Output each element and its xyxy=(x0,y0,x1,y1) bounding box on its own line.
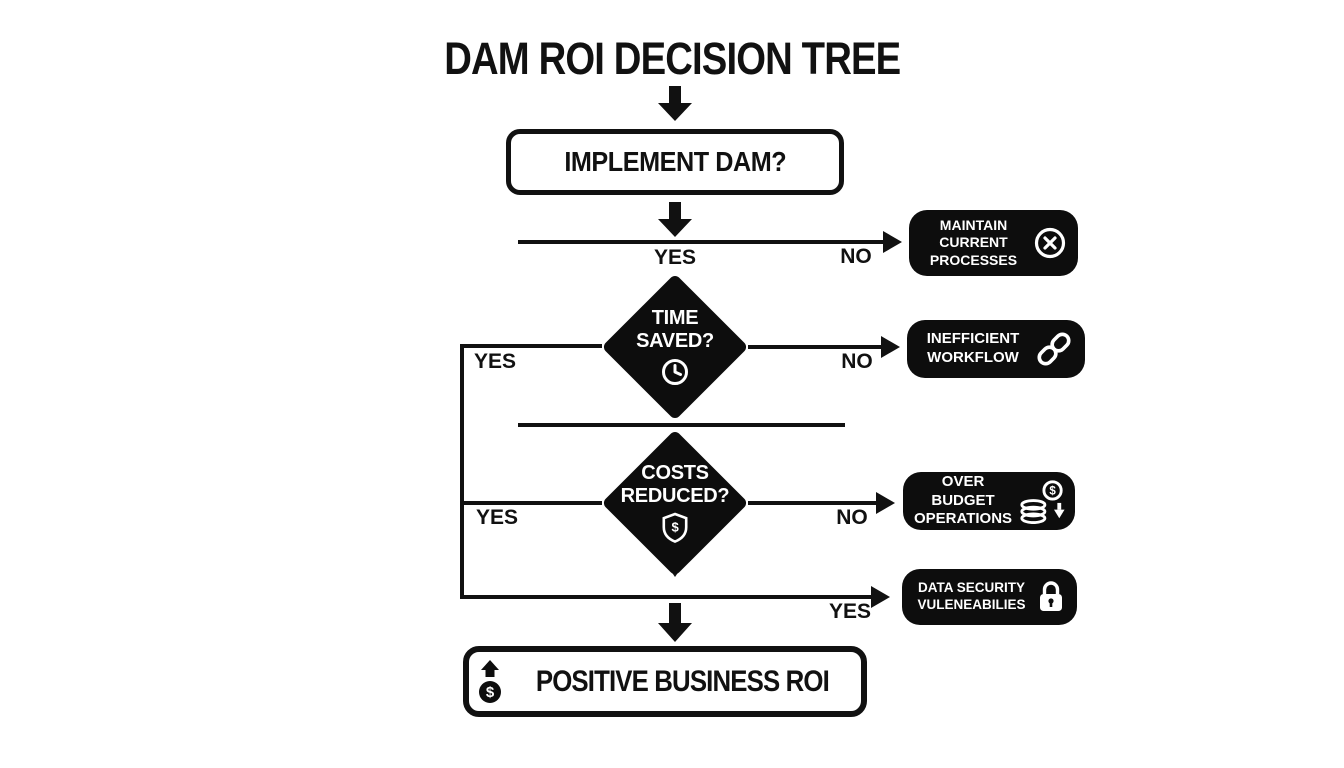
shield-dollar-icon: $ xyxy=(661,512,689,544)
edge-label-implement-yes: YES xyxy=(653,246,697,269)
node-costs-reduced-label-line2: REDUCED? xyxy=(620,484,730,507)
arrowhead-to-inefficient xyxy=(881,336,900,358)
node-inefficient-label: INEFFICIENT WORKFLOW xyxy=(926,330,1020,366)
node-overbudget-label: OVER BUDGET OPERATIONS xyxy=(914,472,1013,528)
edge-label-time-no: NO xyxy=(841,350,873,373)
node-time-saved-label-line1: TIME xyxy=(651,307,699,330)
padlock-icon xyxy=(1036,579,1066,615)
svg-text:$: $ xyxy=(1049,486,1056,498)
node-datasecurity-label: DATA SECURITY VULENEABILIES xyxy=(917,580,1026,612)
node-implement-dam: IMPLEMENT DAM? xyxy=(506,129,844,195)
arrowhead-to-maintain xyxy=(883,231,902,253)
coins-dollar-down-icon: $ xyxy=(1018,478,1066,524)
node-over-budget-operations: OVER BUDGET OPERATIONS $ xyxy=(903,472,1075,530)
edge-label-costs-yes: YES xyxy=(475,506,519,529)
node-maintain-current-processes: MAINTAIN CURRENT PROCESSES xyxy=(909,210,1078,276)
node-maintain-label: MAINTAIN CURRENT PROCESSES xyxy=(929,216,1018,268)
page-title-text: DAM ROI DECISION TREE xyxy=(443,33,901,84)
circled-x-icon xyxy=(1033,226,1067,260)
arrowhead-to-overbudget xyxy=(876,492,895,514)
down-arrow-title xyxy=(658,86,692,121)
node-costs-reduced-label-line1: COSTS xyxy=(641,462,709,485)
svg-text:$: $ xyxy=(672,520,680,535)
node-time-saved-content: TIME SAVED? xyxy=(600,272,750,422)
node-inefficient-workflow: INEFFICIENT WORKFLOW xyxy=(907,320,1085,378)
edge-label-time-yes: YES xyxy=(473,350,517,373)
arrowhead-to-datasecurity xyxy=(871,586,890,608)
node-implement-dam-label: IMPLEMENT DAM? xyxy=(564,146,786,177)
dollar-up-icon: $ xyxy=(477,659,503,705)
chain-link-icon xyxy=(1034,329,1074,369)
node-data-security-vulnerabilities: DATA SECURITY VULENEABILIES xyxy=(902,569,1077,625)
page-title: DAM ROI DECISION TREE xyxy=(0,33,1344,85)
clock-icon xyxy=(660,357,690,387)
node-time-saved-label-line2: SAVED? xyxy=(636,329,714,352)
edge-label-costs-no: NO xyxy=(836,506,868,529)
down-arrow-implement xyxy=(658,202,692,237)
down-arrow-to-roi xyxy=(658,603,692,642)
edge-label-security-yes: YES xyxy=(828,600,872,623)
svg-text:$: $ xyxy=(486,684,495,701)
edge-time-yes-path xyxy=(460,344,871,599)
node-costs-reduced-content: COSTS REDUCED? $ xyxy=(600,428,750,578)
node-positive-roi-label: POSITIVE BUSINESS ROI xyxy=(535,664,830,698)
edge-label-implement-no: NO xyxy=(840,245,872,268)
node-positive-business-roi: $ POSITIVE BUSINESS ROI xyxy=(463,646,867,717)
